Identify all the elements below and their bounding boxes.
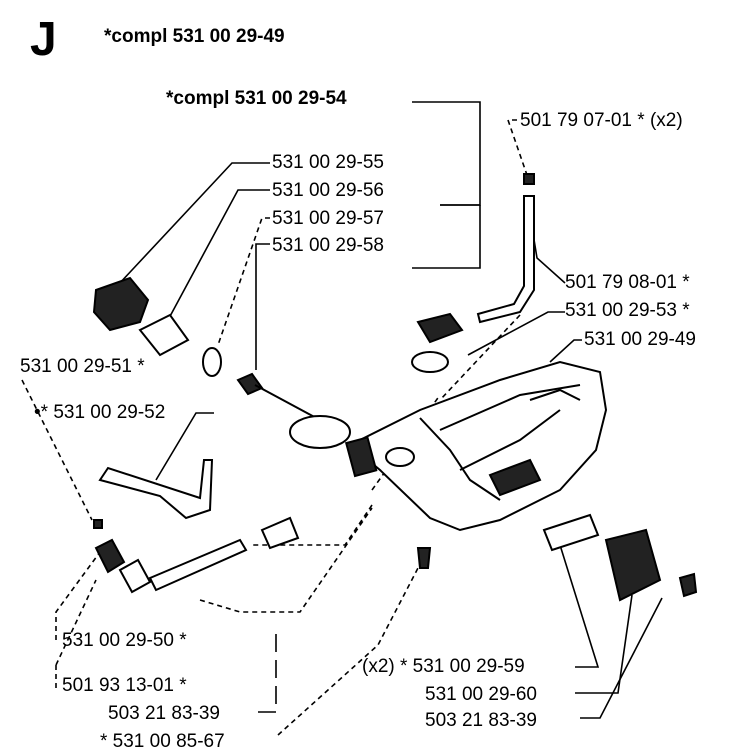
label-501-93-13-01: 501 93 13-01 * xyxy=(62,675,187,696)
label-531-00-29-52: •* 531 00 29-52 xyxy=(34,402,166,423)
leader-29-49 xyxy=(549,339,582,363)
label-531-00-29-60: 531 00 29-60 xyxy=(425,684,537,705)
leader-29-50 xyxy=(55,551,101,640)
sleeve-29-56 xyxy=(138,313,190,357)
fuel-pickup-parts xyxy=(92,276,351,449)
label-531-00-29-50: 531 00 29-50 * xyxy=(62,630,187,651)
leader-07-01 xyxy=(506,119,529,179)
leader-13-01 xyxy=(55,579,97,691)
hose-08-01 xyxy=(476,195,535,324)
label-531-00-29-53: 531 00 29-53 * xyxy=(565,300,690,321)
damper-29-59 xyxy=(542,513,600,552)
fuel-line-29-52 xyxy=(98,459,214,520)
subassembly-title: *compl 531 00 29-54 xyxy=(166,88,347,109)
grommet-29-53 xyxy=(411,351,449,373)
part-29-58 xyxy=(236,372,264,396)
leader-29-52 xyxy=(155,412,214,481)
fuel-hose-parts xyxy=(93,459,300,594)
label-531-00-29-59: (x2) * 531 00 29-59 xyxy=(362,656,525,677)
support-29-60 xyxy=(604,528,662,602)
leader-83-39-left xyxy=(258,630,277,713)
label-531-00-29-58: 531 00 29-58 xyxy=(272,235,384,256)
leader-29-60 xyxy=(575,594,633,694)
hose-13-01 xyxy=(148,538,248,592)
filter-83-39 xyxy=(260,516,300,550)
label-501-79-07-01: 501 79 07-01 * (x2) xyxy=(520,110,683,131)
fuel-tank xyxy=(344,360,608,532)
label-531-00-29-51: 531 00 29-51 * xyxy=(20,356,145,377)
leader-29-59 xyxy=(559,544,600,668)
screw-85-67 xyxy=(416,547,432,569)
valve-29-53 xyxy=(416,312,464,344)
assembly-title: *compl 531 00 29-49 xyxy=(104,26,285,47)
label-503-21-83-39-left: 503 21 83-39 xyxy=(108,703,220,724)
screw-83-39 xyxy=(678,572,698,598)
cap-29-58 xyxy=(289,415,351,449)
ring-29-57 xyxy=(202,347,222,377)
subassembly-bracket-bottom xyxy=(412,205,481,269)
label-501-79-08-01: 501 79 08-01 * xyxy=(565,272,690,293)
leader-83-39-right xyxy=(580,597,663,719)
section-letter: J xyxy=(30,13,57,66)
subassembly-bracket-top xyxy=(412,101,481,206)
leader-29-51 xyxy=(21,379,93,521)
leader-29-58 xyxy=(255,243,270,370)
fitting-29-50 xyxy=(94,538,126,574)
label-531-00-85-67: * 531 00 85-67 xyxy=(100,731,225,752)
vent-hose-parts xyxy=(411,173,535,373)
leader-85-67 xyxy=(277,567,419,736)
label-531-00-29-57: 531 00 29-57 xyxy=(272,208,384,229)
label-503-21-83-39-right: 503 21 83-39 xyxy=(425,710,537,731)
filter-housing-29-55 xyxy=(92,276,150,332)
leader-29-57 xyxy=(217,217,270,346)
label-531-00-29-56: 531 00 29-56 xyxy=(272,180,384,201)
leader-29-56 xyxy=(167,189,270,321)
fitting-13-01 xyxy=(118,558,152,594)
leader-29-53 xyxy=(467,311,565,356)
bracket-parts xyxy=(416,513,698,602)
leader-08-01 xyxy=(529,214,566,284)
leader-29-55 xyxy=(117,162,270,286)
label-531-00-29-55: 531 00 29-55 xyxy=(272,152,384,173)
clamp-07-01 xyxy=(523,173,535,185)
clip-29-51 xyxy=(93,519,103,529)
label-531-00-29-49: 531 00 29-49 xyxy=(584,329,696,350)
